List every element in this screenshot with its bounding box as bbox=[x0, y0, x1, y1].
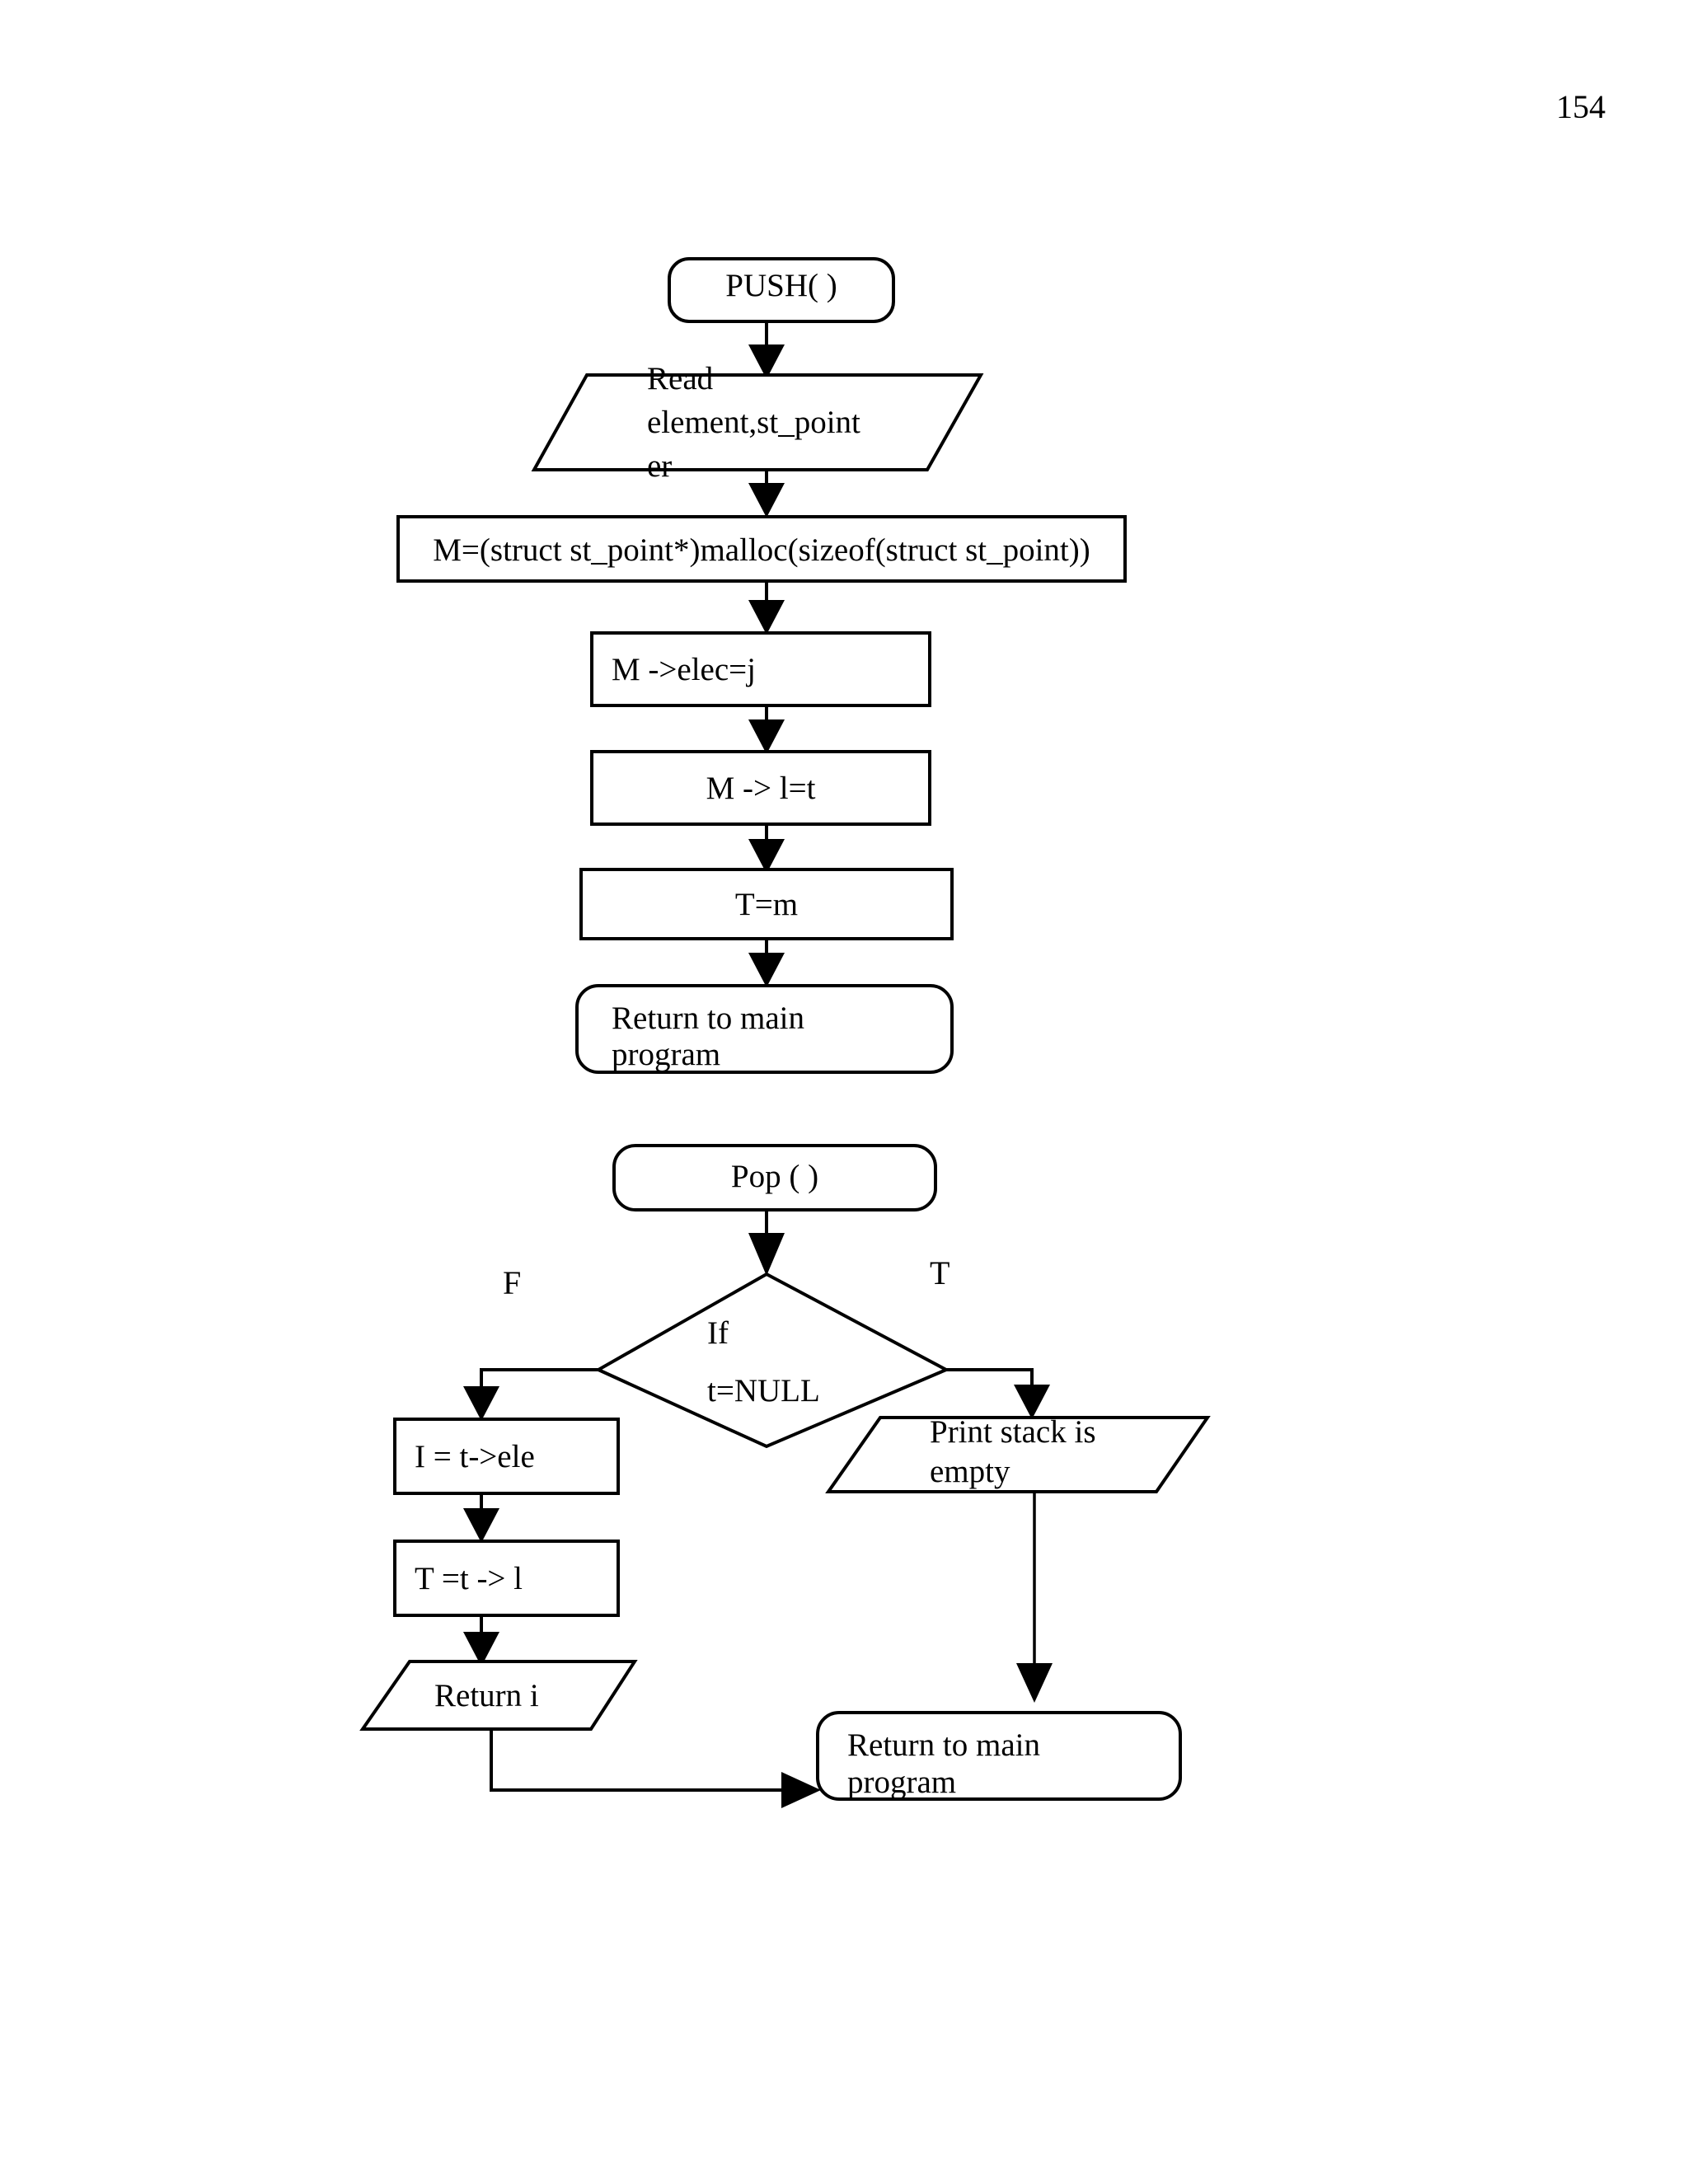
node-pop-return-i[interactable]: Return i bbox=[359, 1660, 638, 1731]
node-push-malloc-label: M=(struct st_point*)malloc(sizeof(struct… bbox=[433, 532, 1090, 568]
connector-empty-to-main bbox=[1016, 1492, 1053, 1703]
connector-start-to-read bbox=[748, 321, 785, 379]
node-pop-i-ele[interactable]: I = t->ele bbox=[393, 1418, 620, 1495]
connector-true-branch bbox=[946, 1368, 1050, 1419]
node-push-start-label: PUSH( ) bbox=[725, 268, 837, 303]
node-pop-return-line1: Return to main bbox=[847, 1727, 1040, 1763]
node-push-link[interactable]: M -> l=t bbox=[590, 750, 931, 826]
node-push-start[interactable]: PUSH( ) bbox=[668, 257, 895, 323]
push-flowchart: PUSH( ) Read element,st_point er bbox=[396, 257, 1127, 1074]
node-pop-if-line2: t=NULL bbox=[707, 1373, 820, 1408]
node-push-elec-label: M ->elec=j bbox=[612, 652, 756, 687]
connector-pop-to-decision bbox=[748, 1210, 785, 1276]
node-pop-empty-line1: Print stack is bbox=[930, 1414, 1096, 1450]
node-pop-empty[interactable]: Print stack is empty bbox=[825, 1414, 1211, 1493]
node-push-assign-t-label: T=m bbox=[735, 887, 798, 922]
node-push-link-label: M -> l=t bbox=[706, 771, 816, 806]
node-push-elec[interactable]: M ->elec=j bbox=[590, 631, 931, 707]
connector-iele-to-tlink bbox=[463, 1493, 499, 1543]
branch-label-true: T bbox=[930, 1254, 950, 1291]
node-pop-start[interactable]: Pop ( ) bbox=[612, 1144, 937, 1212]
node-pop-empty-line2: empty bbox=[930, 1454, 1010, 1489]
node-push-read[interactable]: Read element,st_point er bbox=[531, 361, 984, 484]
connector-returni-to-main bbox=[490, 1729, 821, 1808]
node-pop-if[interactable]: If t=NULL bbox=[594, 1272, 950, 1449]
connector-link-to-assign bbox=[748, 824, 785, 874]
node-push-return[interactable]: Return to main program bbox=[575, 984, 954, 1074]
connector-malloc-to-elec bbox=[748, 581, 785, 635]
node-pop-return-line2: program bbox=[847, 1765, 956, 1800]
connector-read-to-malloc bbox=[748, 470, 785, 518]
node-push-malloc[interactable]: M=(struct st_point*)malloc(sizeof(struct… bbox=[396, 515, 1127, 583]
node-push-read-line1: Read bbox=[647, 361, 714, 396]
connector-elec-to-link bbox=[748, 705, 785, 754]
node-push-return-line1: Return to main bbox=[612, 1001, 804, 1036]
page-number: 154 bbox=[1556, 88, 1606, 125]
node-pop-return-i-label: Return i bbox=[434, 1678, 539, 1713]
node-pop-start-label: Pop ( ) bbox=[731, 1159, 818, 1194]
node-pop-return[interactable]: Return to main program bbox=[816, 1711, 1182, 1801]
node-push-return-line2: program bbox=[612, 1037, 720, 1072]
node-push-read-line2: element,st_point bbox=[647, 405, 860, 440]
node-pop-i-ele-label: I = t->ele bbox=[415, 1439, 535, 1474]
node-pop-t-link[interactable]: T =t -> l bbox=[393, 1540, 620, 1617]
node-pop-if-line1: If bbox=[707, 1315, 729, 1351]
branch-label-false: F bbox=[503, 1264, 521, 1301]
node-push-read-line3: er bbox=[647, 448, 672, 484]
node-pop-t-link-label: T =t -> l bbox=[415, 1561, 523, 1596]
connector-false-branch bbox=[463, 1368, 598, 1421]
connector-assign-to-return bbox=[748, 939, 785, 987]
connector-tlink-to-returni bbox=[463, 1615, 499, 1666]
node-push-assign-t[interactable]: T=m bbox=[579, 868, 954, 940]
pop-flowchart: Pop ( ) If t=NULL F T bbox=[359, 1144, 1211, 1808]
